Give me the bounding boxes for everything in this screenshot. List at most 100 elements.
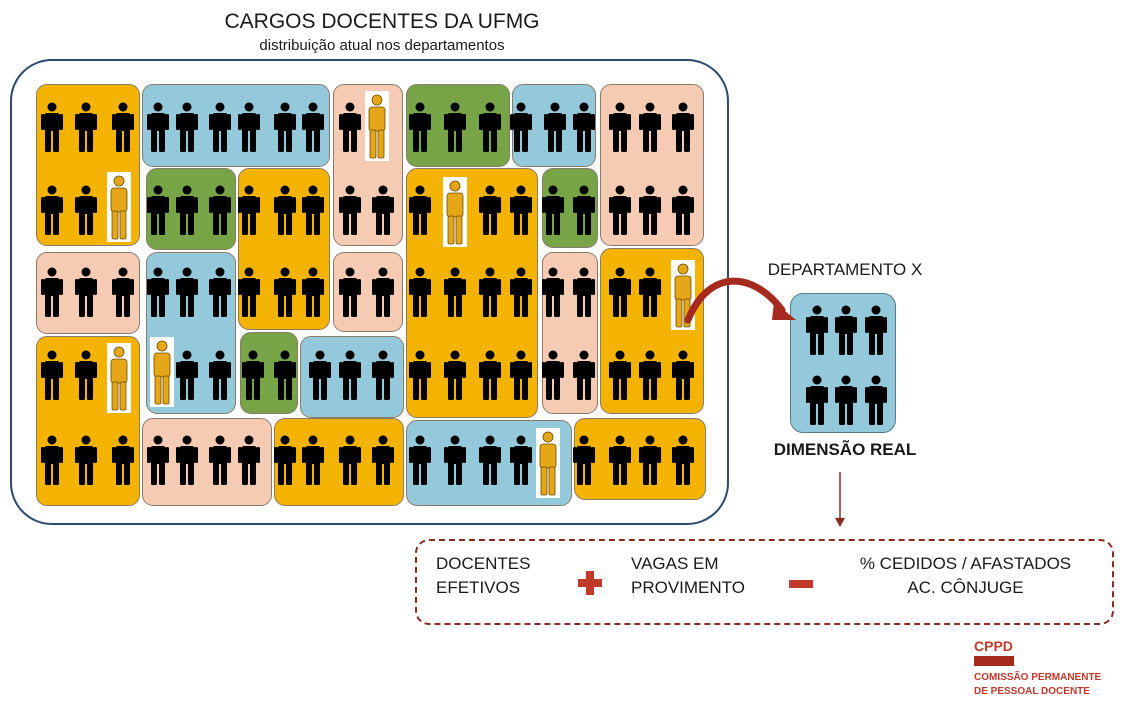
person-icon (444, 350, 466, 400)
person-icon (209, 185, 231, 235)
person-icon (274, 102, 296, 152)
minus-icon: − (789, 580, 813, 588)
person-icon (544, 102, 566, 152)
person-icon (835, 305, 857, 355)
person-icon (639, 185, 661, 235)
person-icon (865, 305, 887, 355)
person-icon (339, 435, 361, 485)
cppd-acronym: CPPD (974, 638, 1013, 654)
person-icon (147, 267, 169, 317)
person-icon (302, 435, 324, 485)
person-icon (510, 185, 532, 235)
person-icon (409, 185, 431, 235)
person-icon (112, 102, 134, 152)
person-icon (573, 435, 595, 485)
person-icon (209, 267, 231, 317)
person-icon (444, 435, 466, 485)
person-icon (672, 185, 694, 235)
person-icon (639, 435, 661, 485)
formula-box (415, 539, 1114, 625)
vacant-person-icon (365, 91, 389, 161)
department-x-label: DEPARTAMENTO X (767, 260, 923, 279)
person-icon (479, 267, 501, 317)
person-icon (573, 350, 595, 400)
person-icon (609, 185, 631, 235)
person-icon (672, 102, 694, 152)
person-icon (242, 350, 264, 400)
person-icon (274, 267, 296, 317)
person-icon (176, 185, 198, 235)
person-icon (75, 185, 97, 235)
person-icon (372, 185, 394, 235)
department-box (142, 84, 330, 167)
person-icon (479, 102, 501, 152)
person-icon (479, 435, 501, 485)
person-icon (209, 435, 231, 485)
person-icon (444, 267, 466, 317)
cppd-line-2: DE PESSOAL DOCENTE (974, 686, 1090, 697)
person-icon (639, 267, 661, 317)
formula-term-cedidos: % CEDIDOS / AFASTADOS AC. CÔNJUGE (859, 554, 1072, 597)
person-icon (542, 267, 564, 317)
person-icon (209, 350, 231, 400)
person-icon (176, 350, 198, 400)
vacant-person-icon (107, 343, 131, 413)
person-icon (444, 102, 466, 152)
person-icon (302, 102, 324, 152)
person-icon (639, 350, 661, 400)
person-icon (112, 267, 134, 317)
person-icon (112, 435, 134, 485)
person-icon (75, 435, 97, 485)
person-icon (302, 185, 324, 235)
person-icon (510, 267, 532, 317)
person-icon (510, 350, 532, 400)
person-icon (41, 267, 63, 317)
person-icon (339, 185, 361, 235)
person-icon (339, 102, 361, 152)
person-icon (542, 185, 564, 235)
person-icon (176, 102, 198, 152)
person-icon (609, 435, 631, 485)
person-icon (41, 185, 63, 235)
person-icon (865, 375, 887, 425)
person-icon (238, 185, 260, 235)
down-arrow-icon (835, 472, 845, 527)
person-icon (573, 185, 595, 235)
person-icon (409, 267, 431, 317)
person-icon (409, 102, 431, 152)
person-icon (339, 267, 361, 317)
cppd-bar (974, 656, 1014, 666)
person-icon (510, 435, 532, 485)
person-icon (238, 102, 260, 152)
person-icon (672, 350, 694, 400)
person-icon (372, 350, 394, 400)
chart-subtitle: distribuição atual nos departamentos (259, 37, 505, 54)
vacant-person-icon (107, 172, 131, 242)
person-icon (835, 375, 857, 425)
person-icon (41, 102, 63, 152)
person-icon (176, 435, 198, 485)
vacant-person-icon (536, 428, 560, 498)
person-icon (573, 267, 595, 317)
person-icon (510, 102, 532, 152)
vacant-person-icon (150, 337, 174, 407)
person-icon (609, 267, 631, 317)
person-icon (806, 375, 828, 425)
plus-icon: + (578, 571, 602, 595)
person-icon (372, 267, 394, 317)
person-icon (176, 267, 198, 317)
person-icon (573, 102, 595, 152)
person-icon (409, 350, 431, 400)
person-icon (409, 435, 431, 485)
formula-term-provimento: VAGAS EM PROVIMENTO (631, 554, 745, 597)
person-icon (147, 435, 169, 485)
person-icon (339, 350, 361, 400)
person-icon (302, 267, 324, 317)
person-icon (609, 102, 631, 152)
formula-term-efetivos: DOCENTES EFETIVOS (436, 554, 531, 597)
cppd-line-1: COMISSÃO PERMANENTE (974, 672, 1102, 683)
vacant-person-icon (671, 260, 695, 330)
person-icon (75, 102, 97, 152)
person-icon (147, 185, 169, 235)
person-icon (479, 350, 501, 400)
